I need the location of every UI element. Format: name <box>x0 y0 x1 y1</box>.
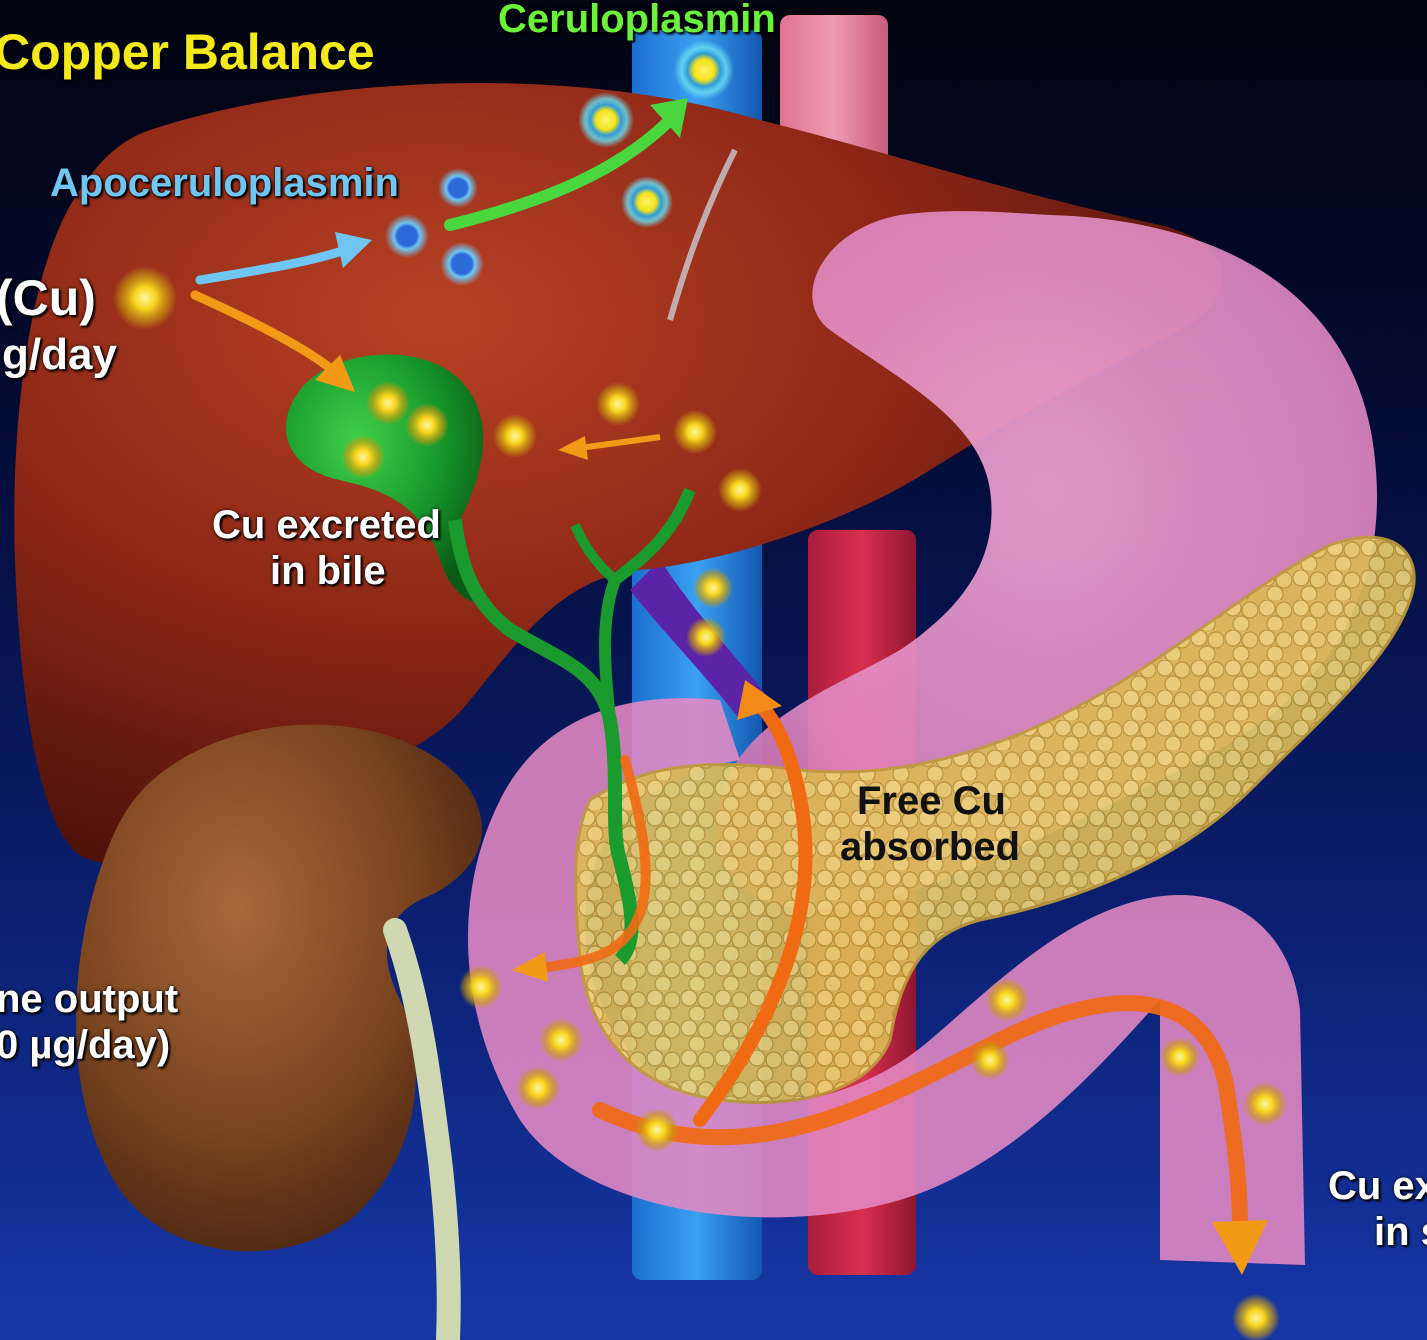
absorbed-label-line2: absorbed <box>840 824 1020 870</box>
ceruloplasmin-label: Ceruloplasmin <box>498 0 776 42</box>
copper-intake-symbol: (Cu) <box>0 270 96 328</box>
copper-intake-rate: g/day <box>2 330 117 381</box>
stool-excretion-label-line1: Cu ex <box>1328 1163 1427 1209</box>
urine-output-label-line2: 0 µg/day) <box>0 1022 170 1068</box>
urine-output-label-line1: ne output <box>0 976 178 1022</box>
bile-excretion-label-line1: Cu excreted <box>212 502 441 548</box>
page-title: Copper Balance <box>0 24 375 82</box>
apoceruloplasmin-label: Apoceruloplasmin <box>50 160 399 206</box>
stool-excretion-label-line2: in s <box>1374 1209 1427 1255</box>
absorbed-label-line1: Free Cu <box>857 778 1006 824</box>
bile-excretion-label-line2: in bile <box>270 548 386 594</box>
